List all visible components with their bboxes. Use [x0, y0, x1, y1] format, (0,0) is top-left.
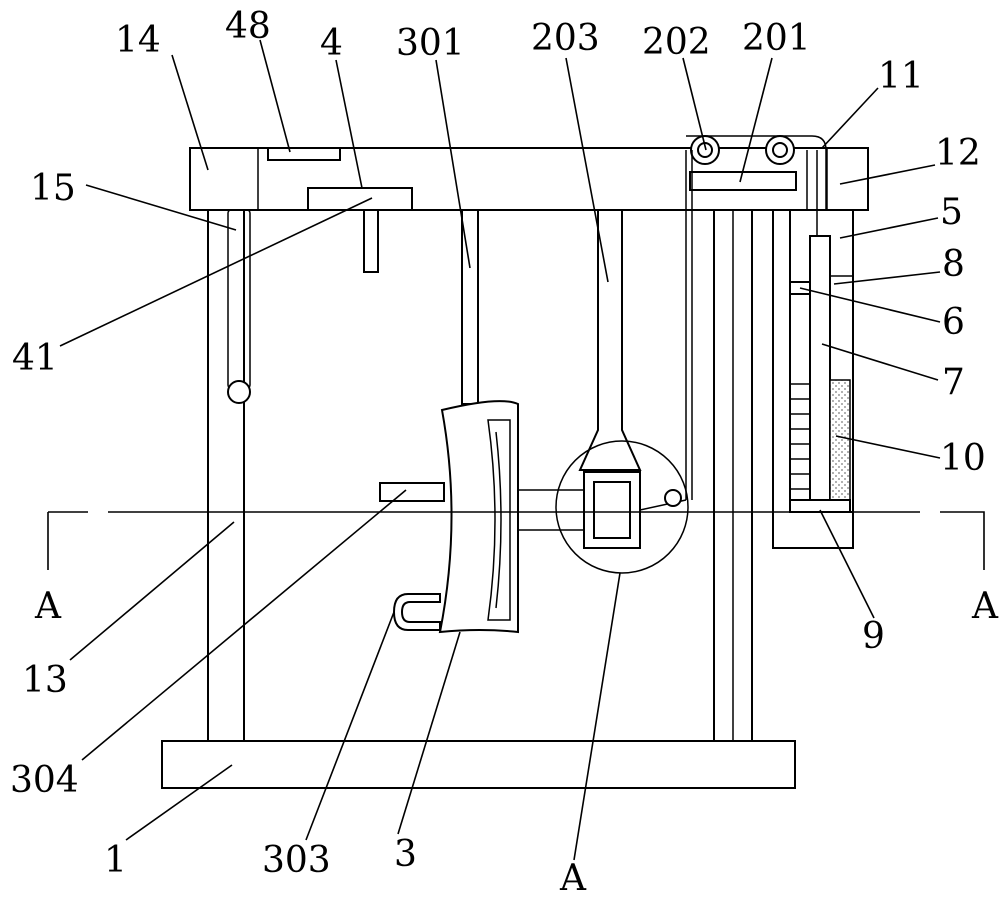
label-1: 1	[104, 840, 127, 881]
label-A-right: A	[971, 586, 999, 627]
label-3: 3	[394, 834, 417, 875]
label-13: 13	[22, 660, 68, 701]
labels: 14 48 4 301 203 202 201 11 12 5 8 6 7 10…	[10, 6, 999, 897]
label-201: 201	[742, 18, 811, 59]
label-304: 304	[10, 760, 79, 801]
belt-top	[686, 135, 827, 210]
pulley-base-201	[689, 171, 797, 191]
block-A-inner	[593, 481, 631, 539]
label-5: 5	[940, 192, 963, 233]
label-9: 9	[862, 616, 885, 657]
hanging-rod-301	[461, 209, 479, 405]
label-11: 11	[878, 56, 924, 97]
clamp-arc	[495, 431, 502, 609]
label-8: 8	[942, 244, 965, 285]
label-A-left: A	[34, 586, 62, 627]
label-7: 7	[942, 362, 965, 403]
label-202: 202	[642, 22, 711, 63]
label-A-detail: A	[559, 858, 587, 897]
label-12: 12	[935, 133, 981, 174]
small-pulley	[664, 489, 682, 507]
label-6: 6	[942, 302, 965, 343]
component-48	[267, 147, 341, 161]
pin-304	[379, 482, 445, 502]
component-4	[307, 187, 413, 211]
label-301: 301	[396, 23, 465, 64]
label-48: 48	[225, 6, 271, 47]
handle-303	[392, 593, 441, 631]
label-15: 15	[30, 168, 76, 209]
ladder-rungs	[790, 383, 810, 490]
leader-lines	[59, 39, 941, 861]
hanging-arm-203	[578, 209, 642, 471]
label-41: 41	[12, 338, 58, 379]
detail-circle-A	[555, 440, 689, 574]
label-10: 10	[940, 438, 986, 479]
clamp-inner	[487, 419, 511, 621]
label-4: 4	[320, 23, 343, 64]
clamp-3	[438, 400, 519, 634]
packing-10	[829, 379, 851, 501]
base-plate	[161, 740, 796, 789]
section-line	[47, 511, 985, 570]
rod-7	[809, 235, 831, 507]
slider-ball	[227, 380, 251, 404]
left-column	[207, 209, 245, 742]
label-14: 14	[115, 20, 161, 61]
rod-41	[363, 209, 379, 273]
label-203: 203	[531, 18, 600, 59]
pulley-right-hub	[772, 142, 788, 158]
label-303: 303	[262, 840, 331, 881]
